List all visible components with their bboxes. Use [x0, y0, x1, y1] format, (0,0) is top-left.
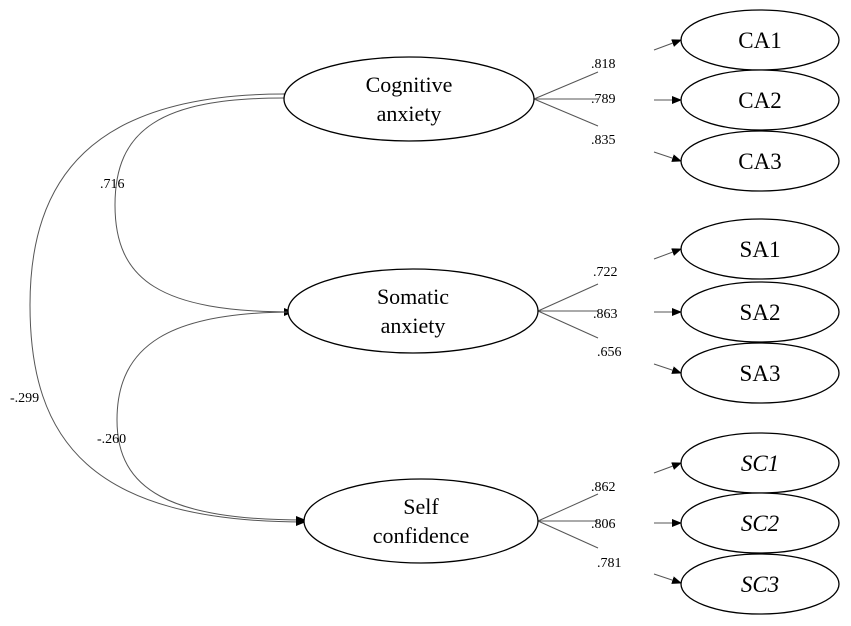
svg-text:Cognitive: Cognitive — [366, 72, 453, 97]
error-arrows — [653, 39, 682, 584]
svg-text:anxiety: anxiety — [381, 313, 446, 338]
indicator-sa3: SA3 — [680, 342, 840, 404]
loading-lines-ca — [533, 71, 599, 127]
loading-label-ca3: .835 — [591, 133, 616, 148]
indicator-ca3: CA3 — [680, 130, 840, 192]
loading-label-sa1: .722 — [593, 265, 618, 280]
indicator-ca1: CA1 — [680, 9, 840, 71]
svg-text:confidence: confidence — [373, 523, 470, 548]
loading-label-ca1: .818 — [591, 57, 616, 72]
latent-cognitive-anxiety: Cognitive anxiety — [283, 56, 535, 142]
svg-text:SA2: SA2 — [740, 300, 781, 325]
loading-label-sa2: .863 — [593, 307, 618, 322]
svg-text:anxiety: anxiety — [377, 101, 442, 126]
loading-label-ca2: .789 — [591, 92, 616, 107]
loading-label-sc2: .806 — [591, 517, 616, 532]
svg-text:SA1: SA1 — [740, 237, 781, 262]
svg-text:Somatic: Somatic — [377, 284, 449, 309]
latent-somatic-anxiety: Somatic anxiety — [287, 268, 539, 354]
correlation-curve-sa-sc — [116, 307, 306, 524]
svg-text:Self: Self — [403, 494, 439, 519]
indicator-sa2: SA2 — [680, 281, 840, 343]
svg-text:SA3: SA3 — [740, 361, 781, 386]
correlation-label-sa-sc: -.260 — [97, 432, 126, 447]
svg-text:SC1: SC1 — [741, 451, 779, 476]
correlation-curve-ca-sa — [114, 93, 294, 316]
loading-label-sc1: .862 — [591, 480, 616, 495]
latent-self-confidence: Self confidence — [303, 478, 539, 564]
indicator-sc1: SC1 — [680, 432, 840, 494]
svg-text:CA3: CA3 — [738, 149, 781, 174]
indicator-ca2: CA2 — [680, 69, 840, 131]
loading-label-sa3: .656 — [597, 345, 622, 360]
indicator-sa1: SA1 — [680, 218, 840, 280]
correlation-curve-ca-sc — [29, 89, 306, 526]
indicator-sc2: SC2 — [680, 492, 840, 554]
svg-text:SC3: SC3 — [741, 572, 779, 597]
svg-text:CA2: CA2 — [738, 88, 781, 113]
correlation-label-ca-sa: .716 — [100, 177, 125, 192]
indicator-sc3: SC3 — [680, 553, 840, 615]
svg-text:CA1: CA1 — [738, 28, 781, 53]
loading-lines-sa — [537, 283, 599, 339]
svg-text:SC2: SC2 — [741, 511, 779, 536]
loading-lines-sc — [537, 493, 599, 549]
loading-label-sc3: .781 — [597, 556, 622, 571]
correlation-label-ca-sc: -.299 — [10, 391, 39, 406]
